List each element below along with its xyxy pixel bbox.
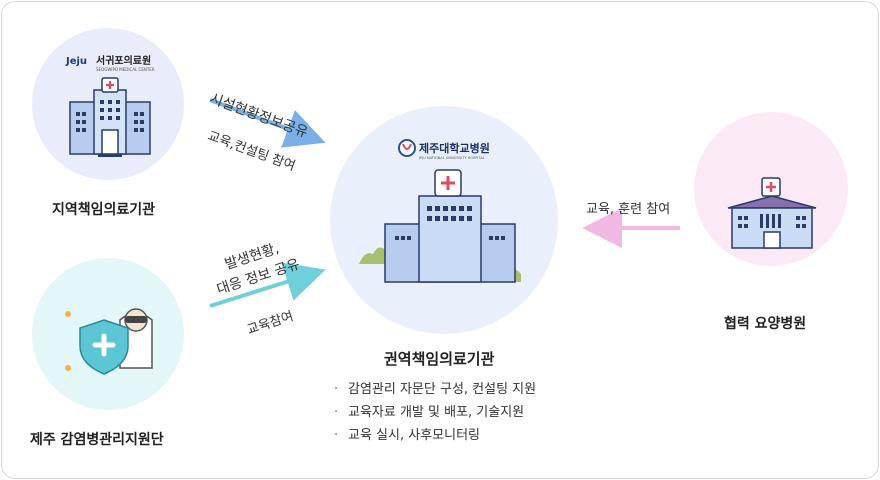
central-role-list: ·감염관리 자문단 구성, 컨설팅 지원 ·교육자료 개발 및 배포, 기술지원… <box>334 378 536 447</box>
jnuh-logo-subtext: JEJU NATIONAL UNIVERSITY HOSPITAL <box>418 156 485 160</box>
right-arrow-label: 교육, 훈련 참여 <box>586 202 671 217</box>
jeju-university-hospital-illustration: 제주대학교병원 JEJU NATIONAL UNIVERSITY HOSPITA… <box>359 139 521 283</box>
role-item: ·교육 실시, 사후모니터링 <box>334 428 480 443</box>
role-item: ·교육자료 개발 및 배포, 기술지원 <box>334 405 525 420</box>
seogwipo-logo-subtext: SEOGWIPO MEDICAL CENTER <box>96 67 155 72</box>
infection-team-label: 제주 감염병관리지원단 <box>30 432 164 448</box>
role-item: ·감염관리 자문단 구성, 컨설팅 지원 <box>334 382 537 397</box>
jnuh-logo-text: 제주대학교병원 <box>419 141 490 155</box>
seogwipo-logo-text: 서귀포의료원 <box>96 54 151 67</box>
regional-hospital-label: 지역책임의료기관 <box>52 202 156 218</box>
partner-hospital-label: 협력 요양병원 <box>724 316 807 332</box>
seogwipo-hospital-illustration: Jeju 서귀포의료원 SEOGWIPO MEDICAL CENTER <box>65 54 155 157</box>
central-hospital-label: 권역책임의료기관 <box>384 350 495 368</box>
infection-team-illustration <box>65 308 153 375</box>
jeju-logo-text: Jeju <box>65 56 87 67</box>
outbreak-share-arrow <box>209 262 326 308</box>
partner-hospital-illustration <box>727 177 817 249</box>
info-share-arrow <box>209 98 326 148</box>
